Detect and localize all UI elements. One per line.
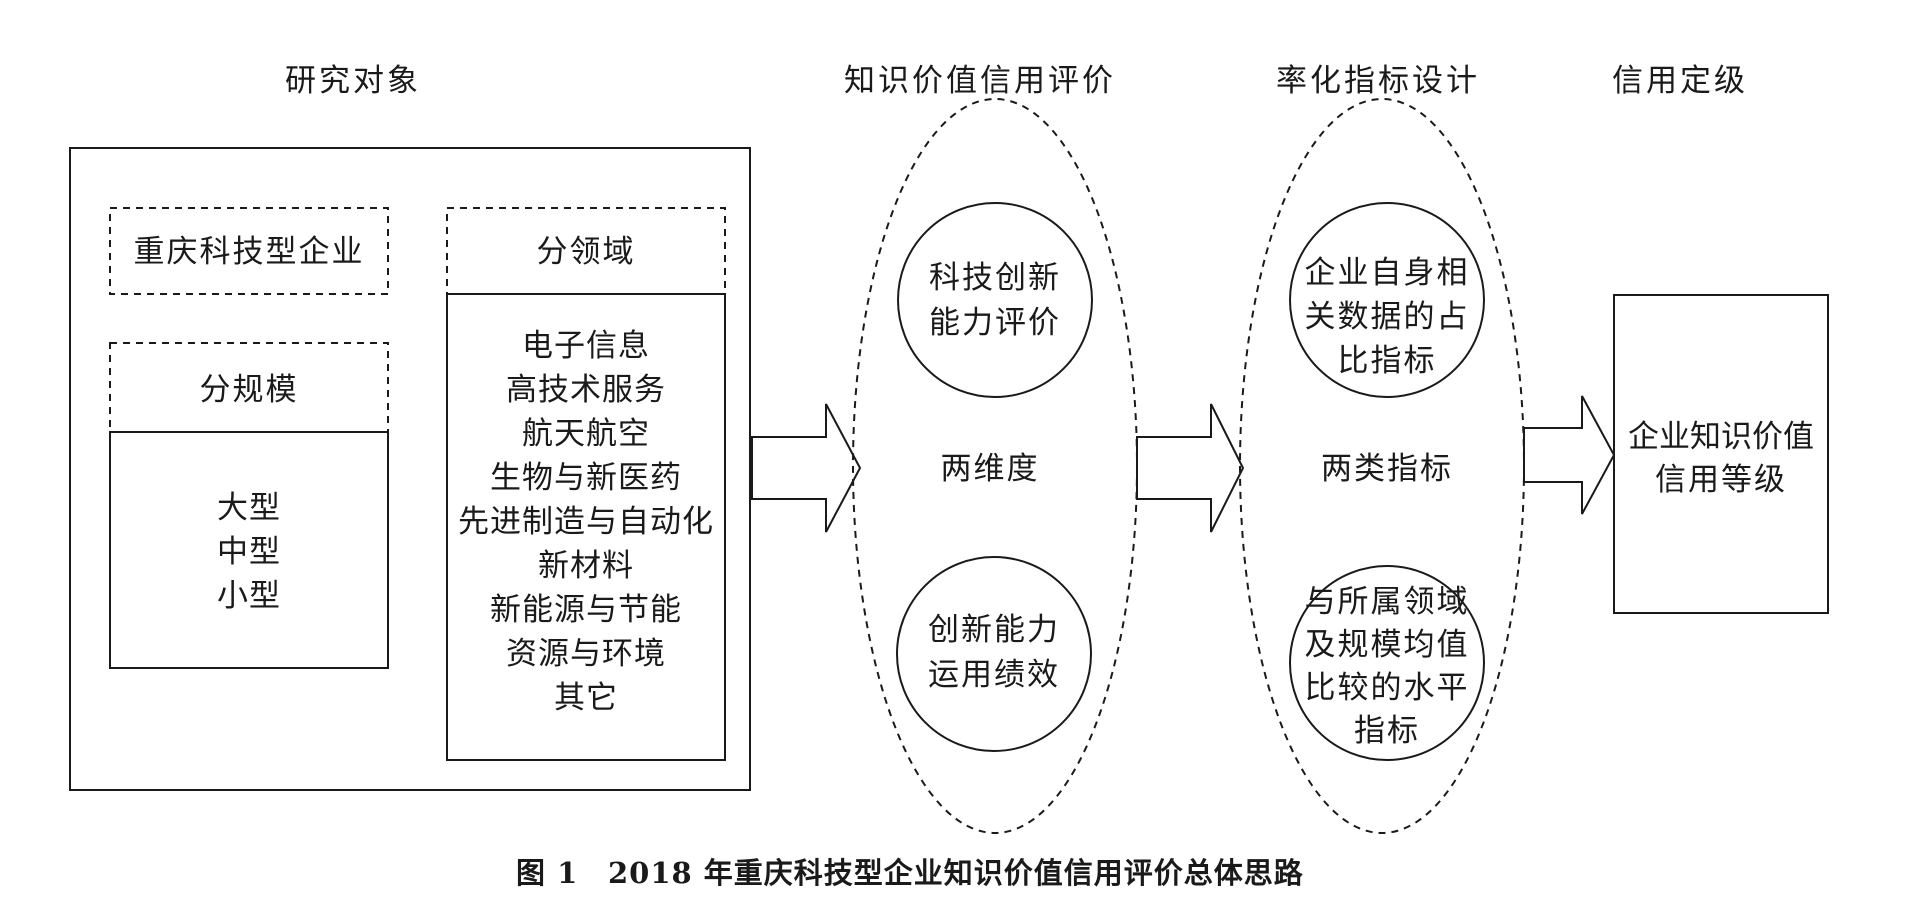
domain-header-label: 分领域 <box>537 234 636 270</box>
header-evaluation: 知识价值信用评价 <box>844 63 1116 99</box>
domain-item: 高技术服务 <box>506 372 666 408</box>
indicator-circle-top-line: 比指标 <box>1338 343 1437 379</box>
indicator-center-label: 两类指标 <box>1321 451 1453 487</box>
scale-item: 中型 <box>217 534 281 570</box>
scale-item: 大型 <box>217 490 281 526</box>
domain-item: 电子信息 <box>522 328 650 364</box>
evaluation-circle-top-line: 科技创新 <box>929 260 1061 296</box>
evaluation-center-label: 两维度 <box>941 451 1040 487</box>
indicator-circle-bottom-line: 及规模均值 <box>1305 627 1470 663</box>
indicator-circle-top <box>1289 202 1485 398</box>
domain-item: 新材料 <box>538 548 634 584</box>
scale-header-box <box>109 342 389 433</box>
domain-list-box <box>446 293 726 761</box>
indicator-circle-bottom-line: 与所属领域 <box>1305 584 1470 620</box>
domain-item: 先进制造与自动化 <box>458 504 714 540</box>
header-indicator-design: 率化指标设计 <box>1276 63 1480 99</box>
credit-rating-box <box>1613 294 1829 614</box>
evaluation-circle-bottom-line: 运用绩效 <box>928 657 1060 693</box>
arrow-right-icon <box>1523 395 1616 515</box>
figure-caption-text: 2018 年重庆科技型企业知识价值信用评价总体思路 <box>608 856 1304 890</box>
evaluation-circle-bottom <box>896 556 1092 752</box>
domain-item: 航天航空 <box>522 416 650 452</box>
domain-item: 生物与新医药 <box>490 460 682 496</box>
indicator-circle-bottom-line: 比较的水平 <box>1305 670 1470 706</box>
indicator-circle-bottom <box>1289 565 1485 761</box>
arrow-right-icon <box>1136 403 1245 533</box>
indicator-circle-top-line: 关数据的占 <box>1305 299 1470 335</box>
scale-item: 小型 <box>217 578 281 614</box>
evaluation-circle-bottom-line: 创新能力 <box>928 612 1060 648</box>
scale-list: 大型 中型 小型 <box>217 490 281 614</box>
indicator-circle-top-line: 企业自身相 <box>1305 255 1470 291</box>
research-object-frame <box>69 147 751 791</box>
figure-caption-label: 图 1 <box>516 856 578 890</box>
domain-item: 其它 <box>554 680 618 716</box>
indicator-circle-bottom-line: 指标 <box>1354 713 1420 749</box>
evaluation-circle-top-line: 能力评价 <box>929 305 1061 341</box>
domain-list: 电子信息 高技术服务 航天航空 生物与新医药 先进制造与自动化 新材料 新能源与… <box>458 328 714 716</box>
domain-item: 资源与环境 <box>506 636 666 672</box>
credit-rating-line: 信用等级 <box>1655 462 1787 498</box>
evaluation-circle-top <box>897 202 1093 398</box>
domain-item: 新能源与节能 <box>490 592 682 628</box>
header-research-object: 研究对象 <box>285 63 421 99</box>
enterprise-label: 重庆科技型企业 <box>134 234 365 270</box>
credit-rating-line: 企业知识价值 <box>1628 419 1814 455</box>
scale-header-label: 分规模 <box>200 372 299 408</box>
arrow-right-icon <box>751 403 862 533</box>
header-credit-rating: 信用定级 <box>1612 63 1748 99</box>
scale-list-box <box>109 431 389 669</box>
